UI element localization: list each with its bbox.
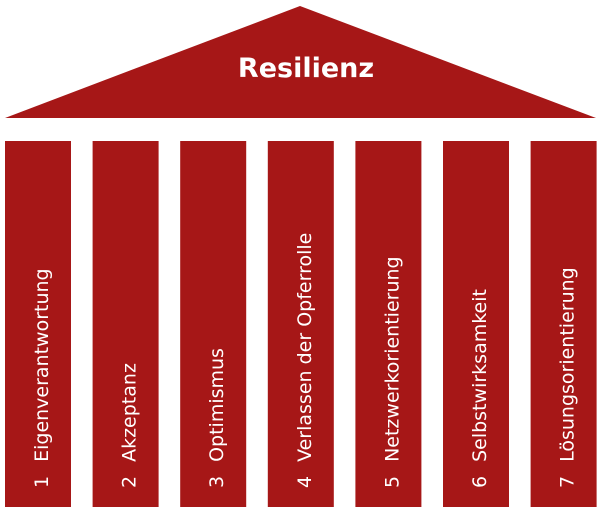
- pillar-3: [180, 141, 247, 507]
- pillar-label-text: Optimismus: [206, 348, 228, 462]
- pillar-number: 5: [381, 476, 403, 488]
- roof-title: Resilienz: [238, 53, 374, 84]
- pillar-label-4: 4 Verlassen der Opferrolle: [294, 233, 316, 488]
- pillar-number: 1: [31, 476, 53, 488]
- pillar-number: 7: [557, 476, 579, 488]
- pillar-label-text: Eigenverantwortung: [31, 268, 53, 462]
- pillar-label-2: 2 Akzeptanz: [119, 363, 141, 488]
- pillar-label-3: 3 Optimismus: [206, 348, 228, 488]
- pillar-label-text: Selbstwirksamkeit: [469, 289, 491, 462]
- pillar-label-1: 1 Eigenverantwortung: [31, 268, 53, 488]
- pillar-4: [267, 141, 334, 507]
- pillar-1: [5, 141, 71, 507]
- pillar-6: [443, 141, 509, 507]
- pillar-label-7: 7 Lösungsorientierung: [557, 267, 579, 488]
- pillar-number: 4: [294, 476, 316, 488]
- pillar-label-text: Verlassen der Opferrolle: [294, 233, 316, 462]
- pillar-7: [530, 141, 597, 507]
- pillar-5: [355, 141, 422, 507]
- temple-roof: [5, 6, 596, 118]
- pillar-label-text: Lösungsorientierung: [557, 267, 579, 462]
- pillar-label-5: 5 Netzwerkorientierung: [381, 256, 403, 488]
- pillar-number: 2: [119, 476, 141, 488]
- pillar-label-text: Netzwerkorientierung: [381, 256, 403, 462]
- pillars-group: 1 Eigenverantwortung 2 Akzeptanz 3 Optimismus…: [5, 141, 597, 507]
- pillar-label-text: Akzeptanz: [119, 363, 141, 462]
- pillar-2: [92, 141, 159, 507]
- pillar-number: 6: [469, 476, 491, 488]
- pillar-number: 3: [206, 476, 228, 488]
- pillar-label-6: 6 Selbstwirksamkeit: [469, 289, 491, 488]
